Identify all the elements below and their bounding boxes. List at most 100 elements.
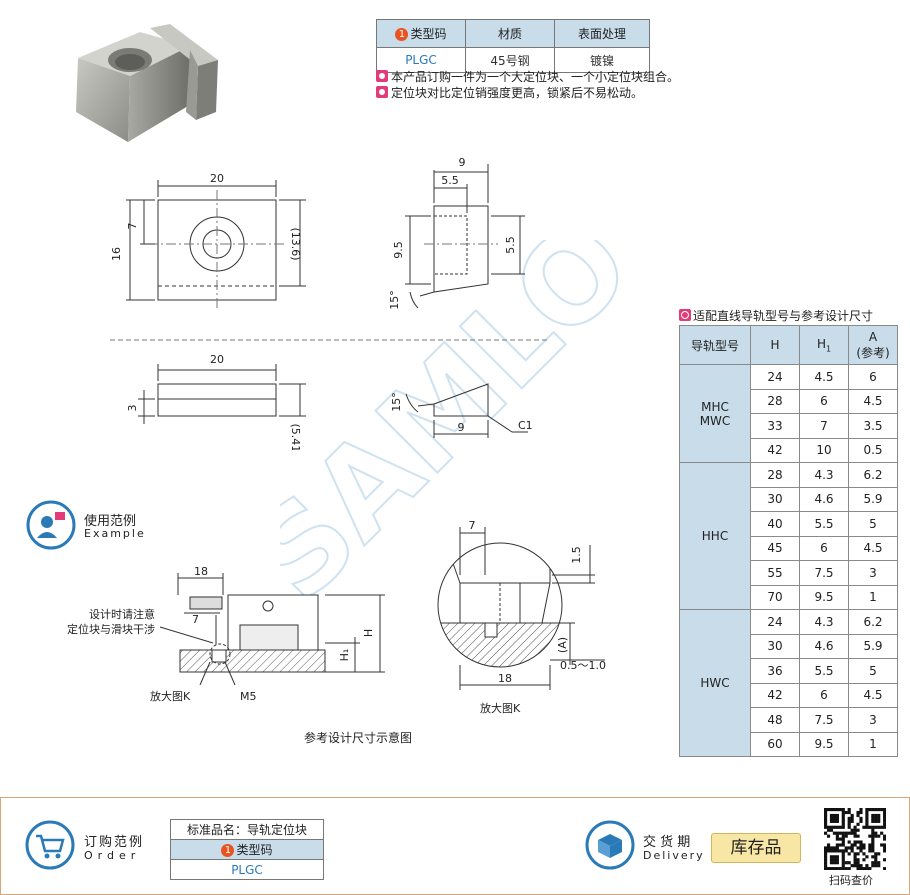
rail-cell: 28 xyxy=(750,462,800,488)
spec-header-type-label: 类型码 xyxy=(410,27,447,41)
detail-dim-A: (A) xyxy=(556,637,569,653)
spec-header-surface: 表面处理 xyxy=(554,19,650,48)
cart-icon xyxy=(25,820,75,870)
info-icon xyxy=(376,70,388,82)
rail-header-a: A(参考) xyxy=(848,325,898,365)
rail-model-name: HWC xyxy=(700,676,730,690)
qr-label: 扫码查价 xyxy=(829,874,873,887)
rail-header-a-base: A xyxy=(868,329,878,344)
detail-enlarge-label: 放大图K xyxy=(480,701,521,715)
rail-cell: 9.5 xyxy=(799,731,849,757)
rail-cell: 6 xyxy=(848,364,898,390)
rail-cell: 5 xyxy=(848,658,898,684)
dim-small-width: 9 xyxy=(458,421,465,434)
technical-drawing: 20 16 7 (13.6) 9 5.5 9.5 5.5 15° 20 3 (5… xyxy=(110,156,550,450)
dim-side-inner: 5.5 xyxy=(441,174,459,187)
rail-cell: 6 xyxy=(799,682,849,708)
dim-front-top: 7 xyxy=(126,223,139,230)
dim-bottom-thk: 3 xyxy=(126,405,139,412)
rail-cell: 42 xyxy=(750,437,800,463)
dim-bottom-ref: (5.41) xyxy=(289,423,302,450)
qr-code-icon xyxy=(824,808,886,870)
rail-cell: 4.5 xyxy=(848,535,898,561)
rail-header-h1: H1 xyxy=(799,325,849,365)
rail-cell: 0.5 xyxy=(848,437,898,463)
delivery-box-icon xyxy=(585,820,635,870)
rail-cell: 10 xyxy=(799,437,849,463)
order-label-en: Order xyxy=(84,849,141,862)
rail-cell: 42 xyxy=(750,682,800,708)
delivery-label-en: Delivery xyxy=(643,849,705,862)
rail-table-title: 适配直线导轨型号与参考设计尺寸 xyxy=(679,307,873,324)
detail-dim-15: 1.5 xyxy=(570,546,583,564)
watermark: SAMLO xyxy=(280,240,659,600)
drawing-caption: 参考设计尺寸示意图 xyxy=(304,731,413,745)
rail-cell: 70 xyxy=(750,584,800,610)
delivery-label: 交 货 期 xyxy=(643,835,691,850)
usage-note-2: 定位块与滑块干涉 xyxy=(67,622,155,636)
dim-side-inner-h: 5.5 xyxy=(504,236,517,254)
rail-cell: 6 xyxy=(799,388,849,414)
rail-cell: 5.5 xyxy=(799,658,849,684)
rail-cell: 7.5 xyxy=(799,560,849,586)
rail-cell: 4.5 xyxy=(799,364,849,390)
rail-cell: 4.3 xyxy=(799,462,849,488)
note-1: 本产品订购一件为一个大定位块、一个小定位块组合。 xyxy=(376,68,679,85)
rail-cell: 3 xyxy=(848,560,898,586)
rail-cell: 6.2 xyxy=(848,609,898,635)
rail-header-h1-base: H xyxy=(816,336,826,351)
rail-cell: 24 xyxy=(750,364,800,390)
example-label-en: Example xyxy=(84,527,146,540)
rail-cell: 30 xyxy=(750,633,800,659)
order-type-value: PLGC xyxy=(170,859,324,880)
rail-cell: 4.3 xyxy=(799,609,849,635)
dim-front-height: 16 xyxy=(110,247,123,261)
detail-dim-gap: 0.5～1.0 xyxy=(560,659,606,672)
spec-value-type: PLGC xyxy=(376,47,466,73)
badge-one: 1 xyxy=(395,28,409,41)
rail-cell: 36 xyxy=(750,658,800,684)
usage-enlarge-label: 放大图K xyxy=(150,689,191,703)
usage-dim-H: H xyxy=(362,629,375,637)
detail-dim-7: 7 xyxy=(469,519,476,532)
rail-cell: 1 xyxy=(848,731,898,757)
rail-model-cell: HHC xyxy=(679,462,751,610)
rail-model-cell: HWC xyxy=(679,609,751,757)
user-example-icon xyxy=(26,500,76,550)
rail-cell: 60 xyxy=(750,731,800,757)
usage-drawing: 18 7 H H₁ 设计时请注意 定位块与滑块干涉 放大图K M5 xyxy=(67,565,385,703)
rail-cell: 5.9 xyxy=(848,633,898,659)
dim-front-ref: (13.6) xyxy=(289,227,302,260)
rail-cell: 9.5 xyxy=(799,584,849,610)
rail-cell: 4.5 xyxy=(848,682,898,708)
rail-model-name: MWC xyxy=(699,413,731,428)
rail-header-model: 导轨型号 xyxy=(679,325,751,365)
rail-cell: 40 xyxy=(750,511,800,537)
usage-dim-18: 18 xyxy=(194,565,208,578)
info-icon xyxy=(679,309,691,321)
rail-cell: 4.6 xyxy=(799,633,849,659)
order-type-label: 类型码 xyxy=(236,843,273,857)
spec-value-surface: 镀镍 xyxy=(554,47,650,73)
dim-chamfer: C1 xyxy=(518,419,533,432)
rail-header-a-sub: (参考) xyxy=(856,345,890,360)
note-2-text: 定位块对比定位销强度更高，锁紧后不易松动。 xyxy=(391,86,644,100)
rail-cell: 5.5 xyxy=(799,511,849,537)
rail-cell: 30 xyxy=(750,486,800,512)
rail-cell: 3.5 xyxy=(848,413,898,439)
rail-cell: 7.5 xyxy=(799,707,849,733)
rail-cell: 48 xyxy=(750,707,800,733)
